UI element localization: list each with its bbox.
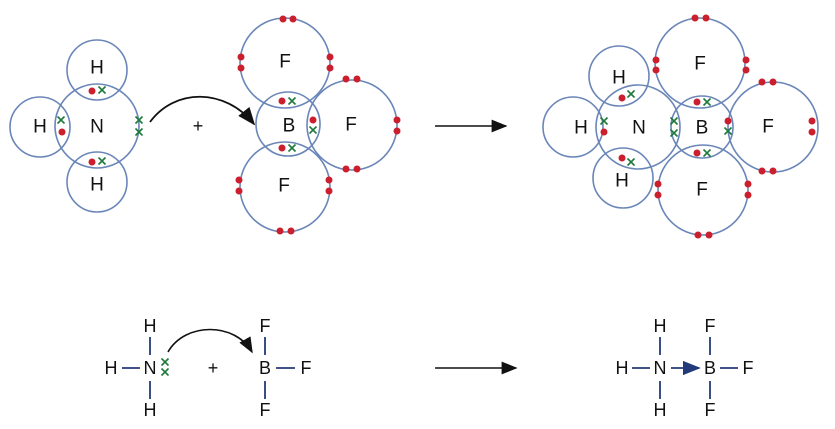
atom-h: H: [105, 358, 118, 378]
atom-f: F: [345, 115, 357, 136]
ammonia-dot-cross: H H H N: [9, 39, 144, 213]
atom-f: F: [260, 316, 271, 336]
atom-f: F: [705, 316, 716, 336]
plus-sign: +: [208, 358, 219, 378]
atom-b: B: [259, 358, 271, 378]
ammonia-structural: H H N H: [105, 316, 170, 420]
atom-h: H: [90, 175, 104, 196]
atom-f: F: [260, 400, 271, 420]
atom-h: H: [33, 117, 47, 138]
atom-h: H: [654, 400, 667, 420]
atom-h: H: [616, 358, 629, 378]
atom-n: N: [632, 118, 646, 139]
atom-f: F: [694, 54, 706, 75]
atom-b: B: [283, 116, 296, 137]
plus-sign: +: [193, 116, 204, 136]
atom-f: F: [279, 52, 291, 73]
n-shell: [54, 83, 140, 169]
atom-f: F: [696, 180, 708, 201]
boron-trifluoride-dot-cross: F F F B: [235, 15, 401, 235]
atom-n: N: [90, 117, 104, 138]
curved-arrow: [149, 95, 256, 126]
atom-h: H: [144, 316, 157, 336]
product-structural: H H N H F B F F: [616, 316, 754, 420]
atom-b: B: [696, 118, 709, 139]
h-shell: [66, 151, 128, 213]
atom-f: F: [743, 358, 754, 378]
curved-arrow: [167, 328, 253, 354]
atom-h: H: [144, 400, 157, 420]
atom-f: F: [705, 400, 716, 420]
atom-h: H: [612, 68, 626, 89]
atom-h: H: [615, 171, 629, 192]
atom-f: F: [301, 358, 312, 378]
atom-h: H: [574, 118, 588, 139]
boron-trifluoride-structural: F B F F: [259, 316, 312, 420]
atom-h: H: [654, 316, 667, 336]
atom-f: F: [762, 117, 774, 138]
atom-n: N: [654, 358, 667, 378]
h-shell: [9, 96, 71, 158]
atom-b: B: [704, 358, 716, 378]
product-dot-cross: H H H N B F F F: [542, 14, 819, 239]
atom-n: N: [144, 358, 157, 378]
atom-f: F: [278, 176, 290, 197]
atom-h: H: [90, 58, 104, 79]
h-shell: [66, 39, 128, 101]
